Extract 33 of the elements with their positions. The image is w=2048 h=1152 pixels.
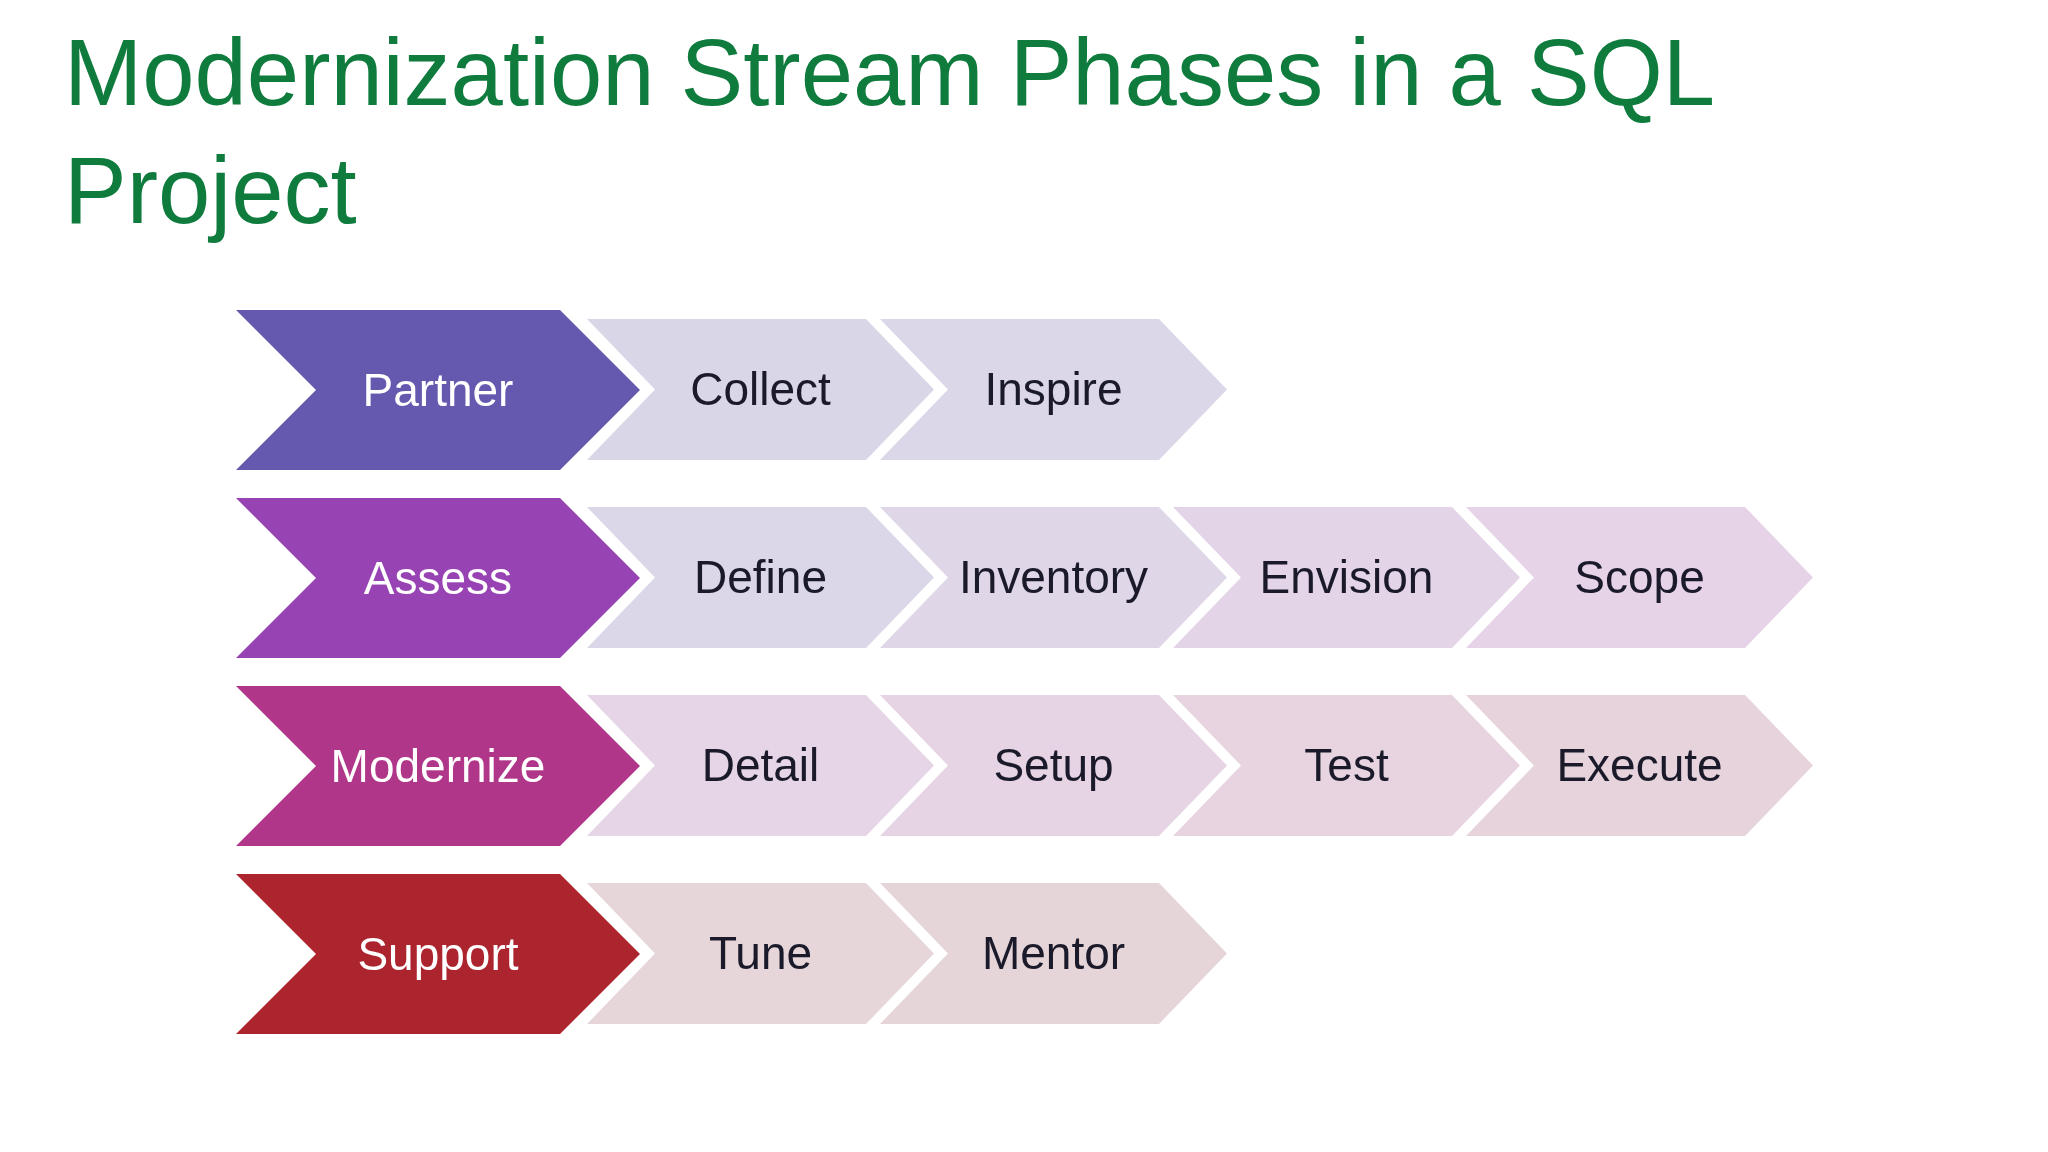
phase-label: Modernize	[330, 739, 546, 793]
step-label: Define	[694, 551, 827, 604]
process-step	[880, 319, 1227, 460]
process-step	[587, 507, 934, 648]
step-label: Inventory	[958, 551, 1149, 604]
process-step	[880, 695, 1227, 836]
phase-label: Support	[357, 927, 519, 981]
process-step	[587, 883, 934, 1024]
process-step	[1173, 695, 1520, 836]
step-label: Execute	[1556, 739, 1723, 792]
step-label: Test	[1304, 739, 1389, 792]
step-label: Inspire	[984, 363, 1123, 416]
phase-step	[236, 874, 640, 1034]
step-label: Scope	[1574, 551, 1705, 604]
step-label: Tune	[708, 927, 813, 980]
step-label: Setup	[993, 739, 1114, 792]
step-label: Envision	[1259, 551, 1434, 604]
phase-step	[236, 498, 640, 658]
phase-step	[236, 310, 640, 470]
process-step	[1173, 507, 1520, 648]
process-step	[880, 507, 1227, 648]
process-step	[1466, 695, 1813, 836]
step-label: Detail	[701, 739, 820, 792]
process-step	[587, 695, 934, 836]
process-step	[587, 319, 934, 460]
diagram-title: Modernization Stream Phases in a SQL Project	[64, 19, 1713, 245]
step-label: Mentor	[981, 927, 1126, 980]
step-label: Collect	[690, 363, 831, 416]
phase-step	[236, 686, 640, 846]
process-step	[1466, 507, 1813, 648]
phase-label: Partner	[362, 363, 514, 417]
phase-label: Assess	[363, 551, 513, 605]
process-step	[880, 883, 1227, 1024]
